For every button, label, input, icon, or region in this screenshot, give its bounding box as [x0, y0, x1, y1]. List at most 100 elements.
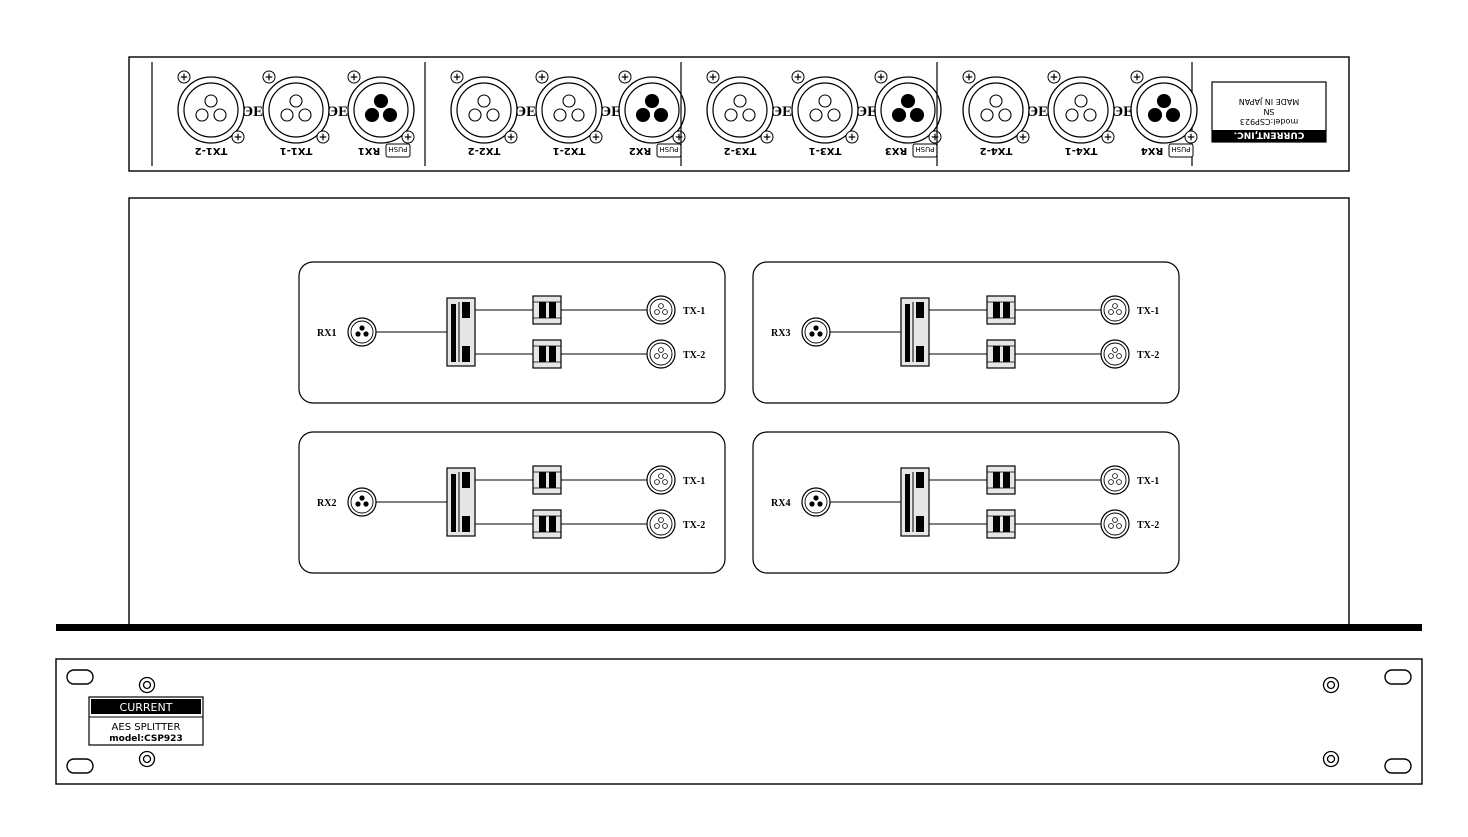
tx-connector-icon	[1100, 295, 1130, 325]
push-latch: PUSH	[1168, 143, 1194, 158]
connector-label: RX4	[1141, 145, 1163, 156]
latch-icon: ЭE	[772, 104, 792, 120]
rx-connector-icon	[347, 317, 377, 347]
connector-label: TX2-1	[553, 145, 586, 156]
mount-screw-icon	[618, 70, 632, 84]
connector-label: RX2	[629, 145, 651, 156]
tx-output-connector	[262, 76, 330, 144]
latch-icon: ЭE	[857, 104, 877, 120]
front-product-label: AES SPLITTER	[112, 722, 181, 733]
mount-screw-icon	[928, 130, 942, 144]
mount-screw-icon	[347, 70, 361, 84]
output-label: TX-2	[683, 350, 705, 361]
tx-connector-icon	[646, 295, 676, 325]
push-label: PUSH	[1171, 145, 1190, 153]
push-latch: PUSH	[385, 143, 411, 158]
connector-label: TX4-1	[1065, 145, 1098, 156]
mount-screw-icon	[535, 70, 549, 84]
rx-input-connector	[874, 76, 942, 144]
splitter-transformer	[446, 297, 476, 367]
rack-ear-slot-br	[1384, 758, 1412, 774]
rx-input-connector	[347, 76, 415, 144]
connector-label: TX1-2	[195, 145, 228, 156]
push-label: PUSH	[659, 145, 678, 153]
tx-connector-icon	[646, 509, 676, 539]
rack-screw-icon	[138, 676, 156, 694]
rack-separator	[56, 624, 1422, 631]
splitter-transformer	[446, 467, 476, 537]
splitter-transformer	[900, 297, 930, 367]
front-label-plate: CURRENT AES SPLITTER model:CSP923	[88, 696, 204, 746]
latch-icon: ЭE	[1028, 104, 1048, 120]
connector-label: TX4-2	[980, 145, 1013, 156]
mount-screw-icon	[316, 130, 330, 144]
isolation-transformer	[532, 339, 562, 369]
rx-connector-icon	[801, 317, 831, 347]
mount-screw-icon	[874, 70, 888, 84]
mount-screw-icon	[401, 130, 415, 144]
tx-output-connector	[450, 76, 518, 144]
rx-input-connector	[1130, 76, 1198, 144]
rear-label-brand: CURRENT,INC.	[1234, 130, 1305, 140]
mount-screw-icon	[231, 130, 245, 144]
rx-input-connector	[618, 76, 686, 144]
latch-icon: ЭE	[601, 104, 621, 120]
mount-screw-icon	[845, 130, 859, 144]
rack-screw-icon	[138, 750, 156, 768]
output-label: TX-1	[1137, 476, 1159, 487]
isolation-transformer	[532, 295, 562, 325]
mount-screw-icon	[589, 130, 603, 144]
rx-connector-icon	[801, 487, 831, 517]
output-label: TX-1	[1137, 306, 1159, 317]
tx-output-connector	[535, 76, 603, 144]
push-latch: PUSH	[912, 143, 938, 158]
tx-connector-icon	[1100, 465, 1130, 495]
tx-connector-icon	[1100, 339, 1130, 369]
mount-screw-icon	[962, 70, 976, 84]
rack-screw-icon	[1322, 750, 1340, 768]
channel-block: RX3 TX-1TX-2	[752, 261, 1180, 404]
isolation-transformer	[532, 465, 562, 495]
input-label: RX3	[771, 328, 790, 339]
mount-screw-icon	[1016, 130, 1030, 144]
latch-icon: ЭE	[516, 104, 536, 120]
isolation-transformer	[986, 339, 1016, 369]
tx-connector-icon	[1100, 509, 1130, 539]
output-label: TX-1	[683, 476, 705, 487]
output-label: TX-1	[683, 306, 705, 317]
isolation-transformer	[986, 465, 1016, 495]
mount-screw-icon	[1184, 130, 1198, 144]
mount-screw-icon	[1130, 70, 1144, 84]
connector-label: RX3	[885, 145, 907, 156]
isolation-transformer	[532, 509, 562, 539]
input-label: RX2	[317, 498, 336, 509]
front-model-label: model:CSP923	[109, 734, 182, 744]
tx-output-connector	[962, 76, 1030, 144]
mount-screw-icon	[791, 70, 805, 84]
output-label: TX-2	[1137, 520, 1159, 531]
front-panel: CURRENT AES SPLITTER model:CSP923	[55, 658, 1423, 785]
rear-label-made-in: MADE IN JAPAN	[1239, 97, 1299, 106]
mount-screw-icon	[706, 70, 720, 84]
tx-connector-icon	[646, 465, 676, 495]
mount-screw-icon	[177, 70, 191, 84]
connector-label: TX1-1	[280, 145, 313, 156]
rack-ear-slot-tr	[1384, 669, 1412, 685]
connector-label: TX3-2	[724, 145, 757, 156]
mount-screw-icon	[1047, 70, 1061, 84]
connector-label: TX2-2	[468, 145, 501, 156]
tx-connector-icon	[646, 339, 676, 369]
output-label: TX-2	[1137, 350, 1159, 361]
tx-output-connector	[177, 76, 245, 144]
latch-icon: ЭE	[1113, 104, 1133, 120]
mount-screw-icon	[1101, 130, 1115, 144]
mount-screw-icon	[504, 130, 518, 144]
rear-label-model: model:CSP923	[1240, 117, 1298, 126]
tx-output-connector	[1047, 76, 1115, 144]
isolation-transformer	[986, 295, 1016, 325]
connector-label: RX1	[358, 145, 380, 156]
